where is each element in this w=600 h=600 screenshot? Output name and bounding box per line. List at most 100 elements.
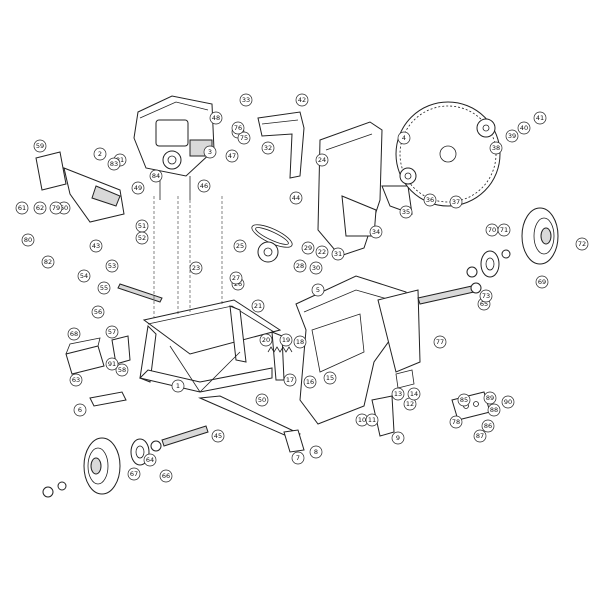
callout-number: 33 bbox=[242, 96, 250, 104]
callout-bubble bbox=[237, 131, 251, 145]
callout-number: 51 bbox=[138, 222, 146, 230]
callout-bubble bbox=[293, 259, 307, 273]
callout-number: 90 bbox=[504, 398, 512, 406]
callout-bubble bbox=[407, 387, 421, 401]
callout-number: 37 bbox=[452, 198, 460, 206]
callout-number: 5 bbox=[316, 286, 320, 294]
callout-bubble bbox=[49, 201, 63, 215]
callout-bubble bbox=[433, 335, 447, 349]
callout-bubble bbox=[391, 431, 405, 445]
callout-number: 34 bbox=[372, 228, 380, 236]
callout-number: 52 bbox=[138, 234, 146, 242]
callout-bubble bbox=[67, 327, 81, 341]
callout-number: 89 bbox=[486, 394, 494, 402]
callout-number: 41 bbox=[536, 114, 544, 122]
callout-number: 43 bbox=[92, 242, 100, 250]
callout-number: 31 bbox=[334, 250, 342, 258]
callout-bubble bbox=[291, 451, 305, 465]
callout-bubble bbox=[225, 149, 239, 163]
callout-number: 55 bbox=[100, 284, 108, 292]
callout-bubble bbox=[279, 333, 293, 347]
callout-bubble bbox=[251, 299, 265, 313]
callout-number: 42 bbox=[298, 96, 306, 104]
callout-bubble bbox=[483, 391, 497, 405]
callout-number: 61 bbox=[18, 204, 26, 212]
engine-mount-alignment-lines bbox=[153, 196, 223, 318]
callout-number: 1 bbox=[176, 382, 180, 390]
callout-bubble bbox=[77, 269, 91, 283]
callout-bubble bbox=[397, 131, 411, 145]
callout-number: 35 bbox=[402, 208, 410, 216]
left-wheel bbox=[83, 437, 121, 495]
callout-number: 32 bbox=[264, 144, 272, 152]
right-lower-bracket bbox=[371, 369, 415, 437]
callout-number: 48 bbox=[212, 114, 220, 122]
callout-number: 65 bbox=[480, 300, 488, 308]
callout-bubble bbox=[211, 429, 225, 443]
callout-bubble bbox=[115, 363, 129, 377]
callout-bubble bbox=[189, 261, 203, 275]
callout-bubble bbox=[105, 259, 119, 273]
callout-bubble bbox=[197, 179, 211, 193]
callout-number: 14 bbox=[410, 390, 418, 398]
callout-number: 91 bbox=[108, 360, 116, 368]
callout-bubble bbox=[93, 147, 107, 161]
callout-bubble bbox=[73, 403, 87, 417]
callout-bubble bbox=[239, 93, 253, 107]
callout-number: 78 bbox=[452, 418, 460, 426]
callout-bubble bbox=[89, 239, 103, 253]
lower-blade-guard bbox=[295, 275, 421, 425]
callout-bubble bbox=[449, 195, 463, 209]
callout-bubble bbox=[97, 281, 111, 295]
callout-number: 64 bbox=[146, 456, 154, 464]
callout-bubble bbox=[293, 335, 307, 349]
callout-number: 71 bbox=[500, 226, 508, 234]
callout-bubble bbox=[107, 157, 121, 171]
callout-bubble bbox=[229, 271, 243, 285]
callout-number: 85 bbox=[460, 396, 468, 404]
callout-number: 4 bbox=[402, 134, 406, 142]
callout-bubble bbox=[171, 379, 185, 393]
callout-bubble bbox=[399, 205, 413, 219]
right-hub-assembly bbox=[466, 249, 511, 278]
callout-number: 79 bbox=[52, 204, 60, 212]
callout-bubble bbox=[203, 145, 217, 159]
callout-number: 8 bbox=[314, 448, 318, 456]
callout-number: 18 bbox=[296, 338, 304, 346]
callout-number: 82 bbox=[44, 258, 52, 266]
callout-number: 84 bbox=[152, 172, 160, 180]
callout-number: 56 bbox=[94, 308, 102, 316]
callout-number: 38 bbox=[492, 144, 500, 152]
blade-flange bbox=[399, 167, 417, 185]
callout-number: 77 bbox=[436, 338, 444, 346]
callout-bubble bbox=[289, 191, 303, 205]
callout-number: 2 bbox=[98, 150, 102, 158]
callout-bubble bbox=[369, 225, 383, 239]
callout-number: 60 bbox=[60, 204, 68, 212]
callout-bubble bbox=[127, 467, 141, 481]
tension-spring bbox=[267, 346, 293, 353]
callout-bubble bbox=[323, 371, 337, 385]
callout-number: 70 bbox=[488, 226, 496, 234]
callout-bubble bbox=[131, 181, 145, 195]
callout-number: 29 bbox=[304, 244, 312, 252]
callout-bubble bbox=[159, 469, 173, 483]
callout-bubble bbox=[105, 357, 119, 371]
callout-bubble bbox=[33, 139, 47, 153]
callout-number: 27 bbox=[232, 274, 240, 282]
pulley bbox=[257, 241, 279, 263]
callout-number: 45 bbox=[214, 432, 222, 440]
callout-bubble bbox=[231, 121, 245, 135]
callout-number: 59 bbox=[36, 142, 44, 150]
callout-bubble bbox=[365, 413, 379, 427]
main-frame bbox=[139, 299, 285, 393]
callout-number: 69 bbox=[538, 278, 546, 286]
callout-bubble bbox=[311, 283, 325, 297]
callout-number: 80 bbox=[24, 236, 32, 244]
left-mount-bracket bbox=[35, 151, 125, 223]
callout-number: 62 bbox=[36, 204, 44, 212]
callout-bubble bbox=[479, 289, 493, 303]
callout-number: 58 bbox=[118, 366, 126, 374]
callout-bubble bbox=[517, 121, 531, 135]
